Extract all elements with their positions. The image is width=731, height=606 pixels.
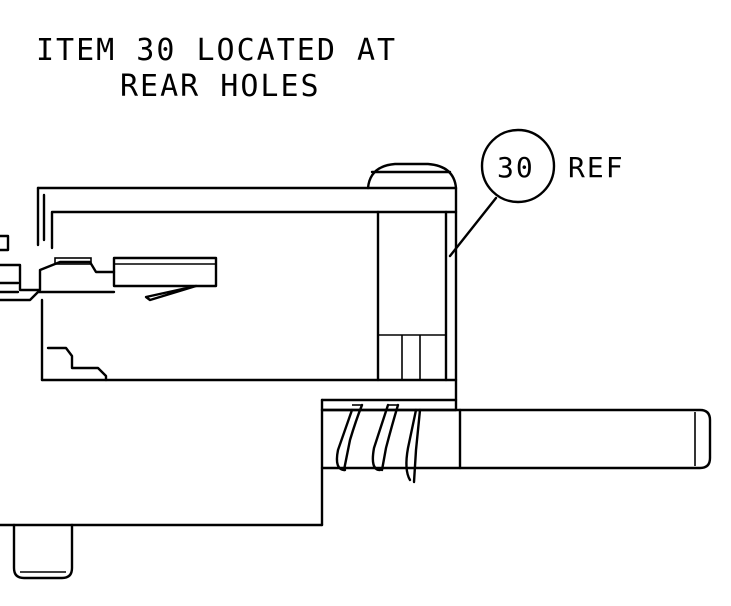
shaft [320, 408, 712, 470]
balloon-item-number: 30 [497, 151, 535, 184]
balloon-circle [480, 128, 556, 204]
coil-spring [335, 403, 422, 484]
item-balloon: 30 REF [448, 128, 625, 258]
leader-line [448, 196, 498, 258]
balloon-ref-label: REF [568, 151, 625, 184]
note-line-1: ITEM 30 LOCATED AT [36, 33, 397, 68]
latch-mechanism [0, 234, 218, 382]
pin-head [366, 162, 458, 412]
lower-plate [0, 398, 458, 580]
upper-bracket [36, 186, 458, 382]
note-line-2: REAR HOLES [120, 69, 321, 104]
